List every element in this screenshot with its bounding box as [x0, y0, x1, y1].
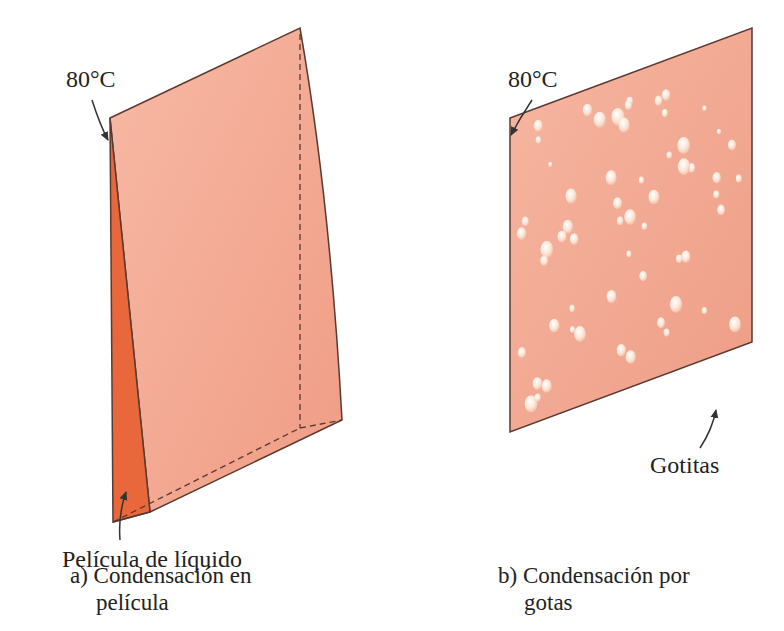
droplet [542, 379, 552, 392]
droplet [594, 112, 606, 128]
droplet [533, 377, 542, 390]
droplet [522, 217, 529, 227]
droplet [534, 120, 543, 132]
leader-arrow [120, 492, 126, 540]
droplet [606, 170, 617, 185]
droplet [536, 136, 542, 144]
leader-arrow [700, 410, 716, 448]
droplet [702, 105, 706, 111]
droplet [681, 251, 690, 263]
droplet [607, 290, 617, 303]
droplet [570, 305, 575, 312]
leader-arrow [92, 100, 108, 140]
temperature-label: 80°C [508, 66, 558, 92]
droplet [617, 344, 626, 357]
droplet [583, 104, 592, 117]
leader-arrow [511, 100, 532, 135]
droplet [535, 394, 541, 402]
droplet [736, 175, 742, 183]
droplet [518, 347, 526, 358]
droplet [517, 227, 526, 240]
droplet [702, 307, 707, 314]
droplet [619, 118, 630, 133]
droplet [642, 222, 648, 230]
droplet [678, 158, 690, 175]
droplet [566, 189, 577, 204]
droplet [649, 190, 660, 205]
droplet [677, 137, 690, 154]
droplet [548, 162, 552, 167]
droplet [664, 329, 670, 337]
droplet [713, 190, 719, 198]
droplet [549, 319, 559, 333]
droplet [613, 197, 622, 209]
droplet [626, 350, 636, 364]
droplet [625, 100, 632, 110]
droplet [666, 151, 672, 158]
droplet [657, 317, 665, 328]
caption: a) Condensación en película [70, 562, 292, 616]
droplet [541, 241, 554, 258]
droplet [570, 233, 579, 245]
droplet [717, 205, 725, 216]
droplet [670, 296, 682, 313]
droplet [662, 109, 668, 117]
droplet-label: Gotitas [650, 452, 719, 478]
caption: b) Condensación por gotas [498, 562, 720, 616]
droplet [574, 326, 586, 342]
droplet [617, 217, 623, 226]
droplet [626, 251, 631, 258]
droplet [713, 172, 721, 183]
droplets [517, 89, 742, 412]
droplet [624, 209, 636, 225]
droplet [540, 256, 548, 266]
droplet [563, 220, 573, 234]
droplet [655, 96, 663, 106]
droplet [662, 89, 670, 100]
droplet [676, 254, 682, 263]
droplet [717, 129, 721, 135]
droplet [639, 271, 647, 281]
temperature-label: 80°C [66, 66, 116, 92]
droplet [728, 140, 736, 151]
film-plate [110, 28, 342, 522]
droplet [729, 317, 741, 333]
droplet [639, 177, 644, 184]
